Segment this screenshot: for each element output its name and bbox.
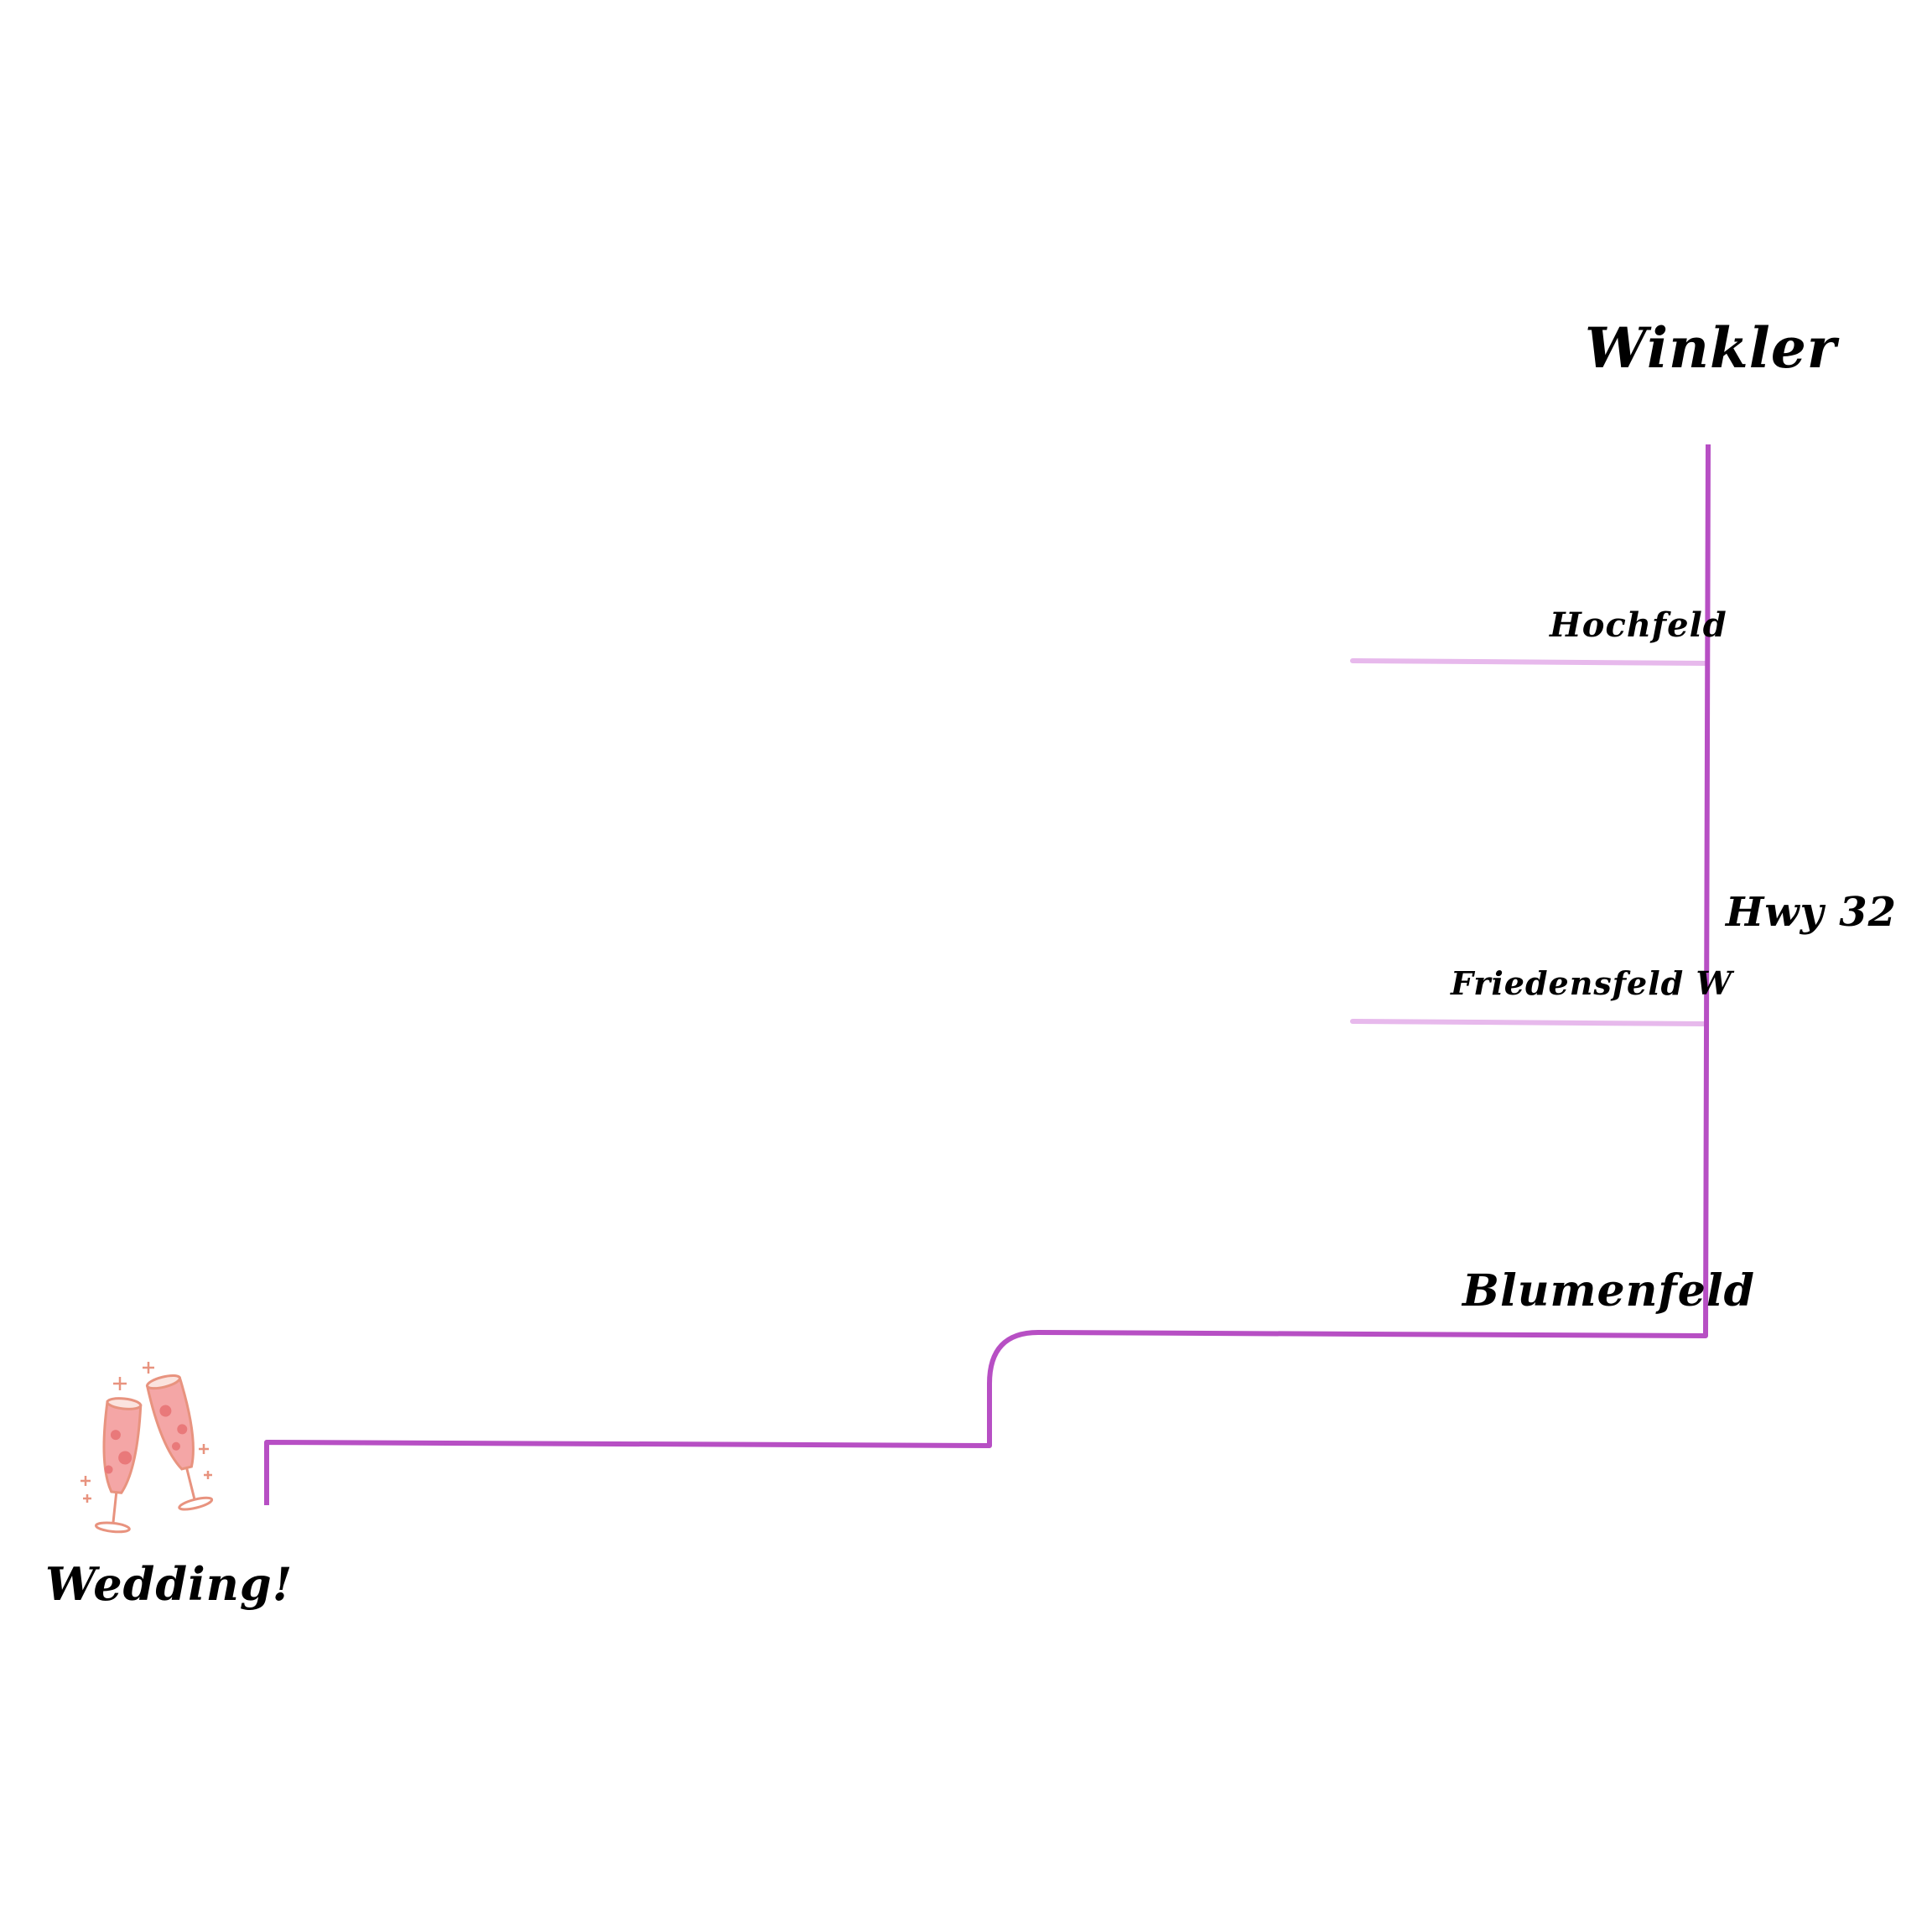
friedensfeld-w-road	[1350, 1019, 1708, 1026]
destination-label-winkler: Winkler	[1585, 315, 1837, 381]
venue-label-wedding: Wedding!	[45, 1557, 293, 1611]
road-label-hwy-32: Hwy 32	[1726, 889, 1898, 936]
road-label-blumenfeld: Blumenfeld	[1462, 1265, 1755, 1317]
road-label-friedensfeld-w: Friedensfeld W	[1451, 964, 1733, 1002]
champagne-glasses-icon	[80, 1362, 214, 1534]
main-route	[264, 444, 1711, 1505]
hochfeld-road	[1350, 658, 1708, 666]
road-label-hochfeld: Hochfeld	[1550, 605, 1727, 645]
